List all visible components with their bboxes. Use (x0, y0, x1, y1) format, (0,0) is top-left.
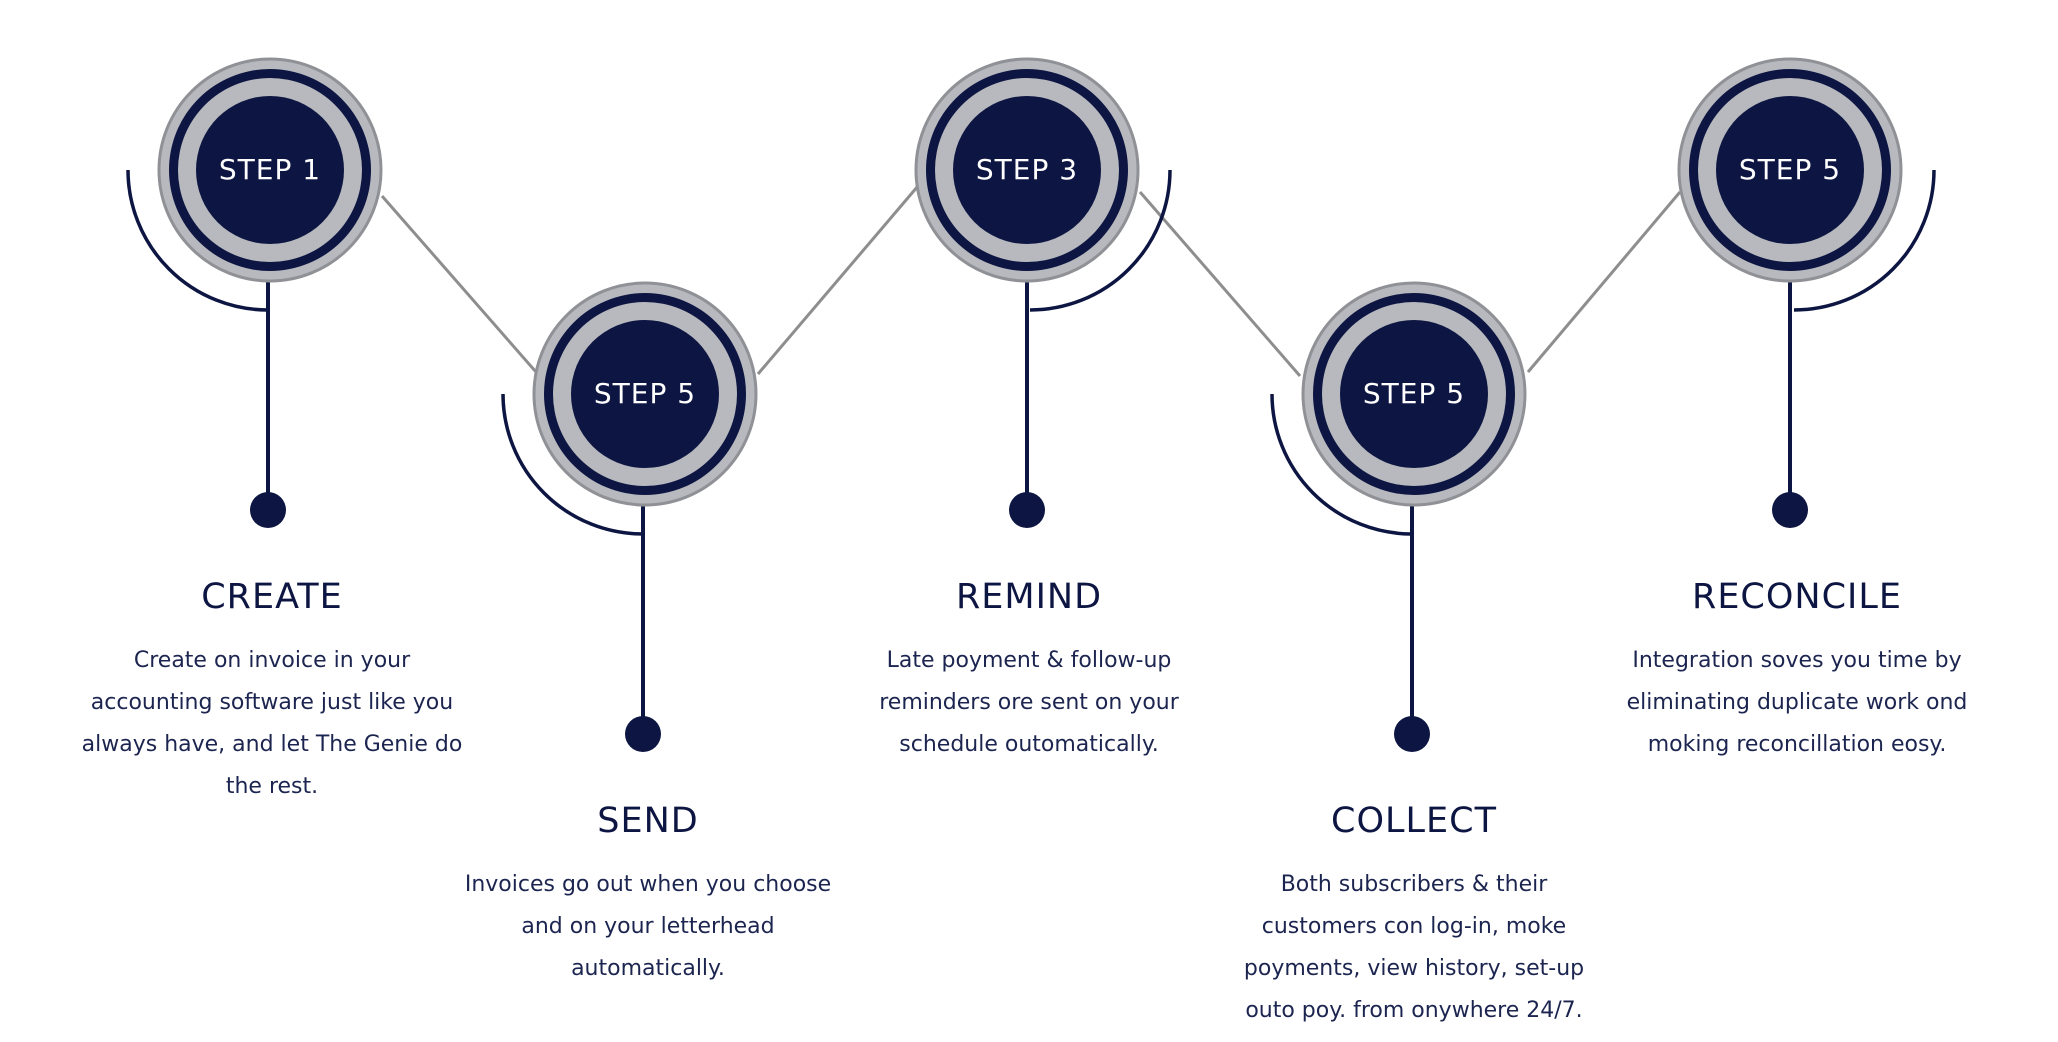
step-1-title: CREATE (201, 577, 343, 617)
step-5-arc (1793, 169, 1936, 312)
connector-2-3 (756, 185, 920, 375)
step-1-badge-label: STEP 1 (218, 153, 322, 186)
connector-1-2 (380, 195, 538, 373)
step-1-dot (250, 492, 286, 528)
step-1-badge-inner (196, 96, 344, 244)
step-2-text: SEND Invoices go out when you choose and… (453, 800, 843, 990)
step-3-arc (1029, 169, 1172, 312)
step-4-node (1270, 281, 1527, 752)
step-2-arc (501, 393, 644, 536)
step-5-text: RECONCILE Integration soves you time by … (1612, 576, 1982, 766)
step-3-badge-label: STEP 3 (975, 153, 1079, 186)
step-2-badge-label: STEP 5 (593, 377, 697, 410)
step-2-node (501, 281, 758, 752)
step-5-node (1677, 57, 1936, 528)
step-4-badge-label: STEP 5 (1362, 377, 1466, 410)
step-2-description: Invoices go out when you choose and on y… (464, 872, 832, 981)
step-5-badge-inner (1716, 96, 1864, 244)
step-5-description: Integration soves you time by eliminatin… (1626, 648, 1968, 757)
step-1-text: CREATE Create on invoice in your account… (72, 576, 472, 808)
step-2-title: SEND (597, 801, 699, 841)
connector-3-4 (1138, 191, 1302, 377)
step-3-text: REMIND Late poyment & follow-up reminder… (864, 576, 1194, 766)
step-1-description: Create on invoice in your accounting sof… (81, 648, 463, 799)
step-5-dot (1772, 492, 1808, 528)
step-4-arc (1270, 393, 1413, 536)
step-3-badge-inner (953, 96, 1101, 244)
step-5-badge-label: STEP 5 (1738, 153, 1842, 186)
step-4-badge-inner (1340, 320, 1488, 468)
step-4-title: COLLECT (1331, 801, 1497, 841)
step-4-description: Both subscribers & their customers con l… (1243, 872, 1585, 1023)
step-3-node (914, 57, 1172, 528)
step-2-dot (625, 716, 661, 752)
connector-4-5 (1526, 191, 1682, 373)
step-4-dot (1394, 716, 1430, 752)
step-3-description: Late poyment & follow-up reminders ore s… (879, 648, 1179, 757)
step-3-title: REMIND (955, 577, 1103, 617)
step-2-badge-inner (571, 320, 719, 468)
step-1-arc (126, 169, 269, 312)
step-3-dot (1009, 492, 1045, 528)
step-4-text: COLLECT Both subscribers & their custome… (1234, 800, 1594, 1032)
step-5-title: RECONCILE (1692, 577, 1902, 617)
step-1-node (126, 57, 383, 528)
